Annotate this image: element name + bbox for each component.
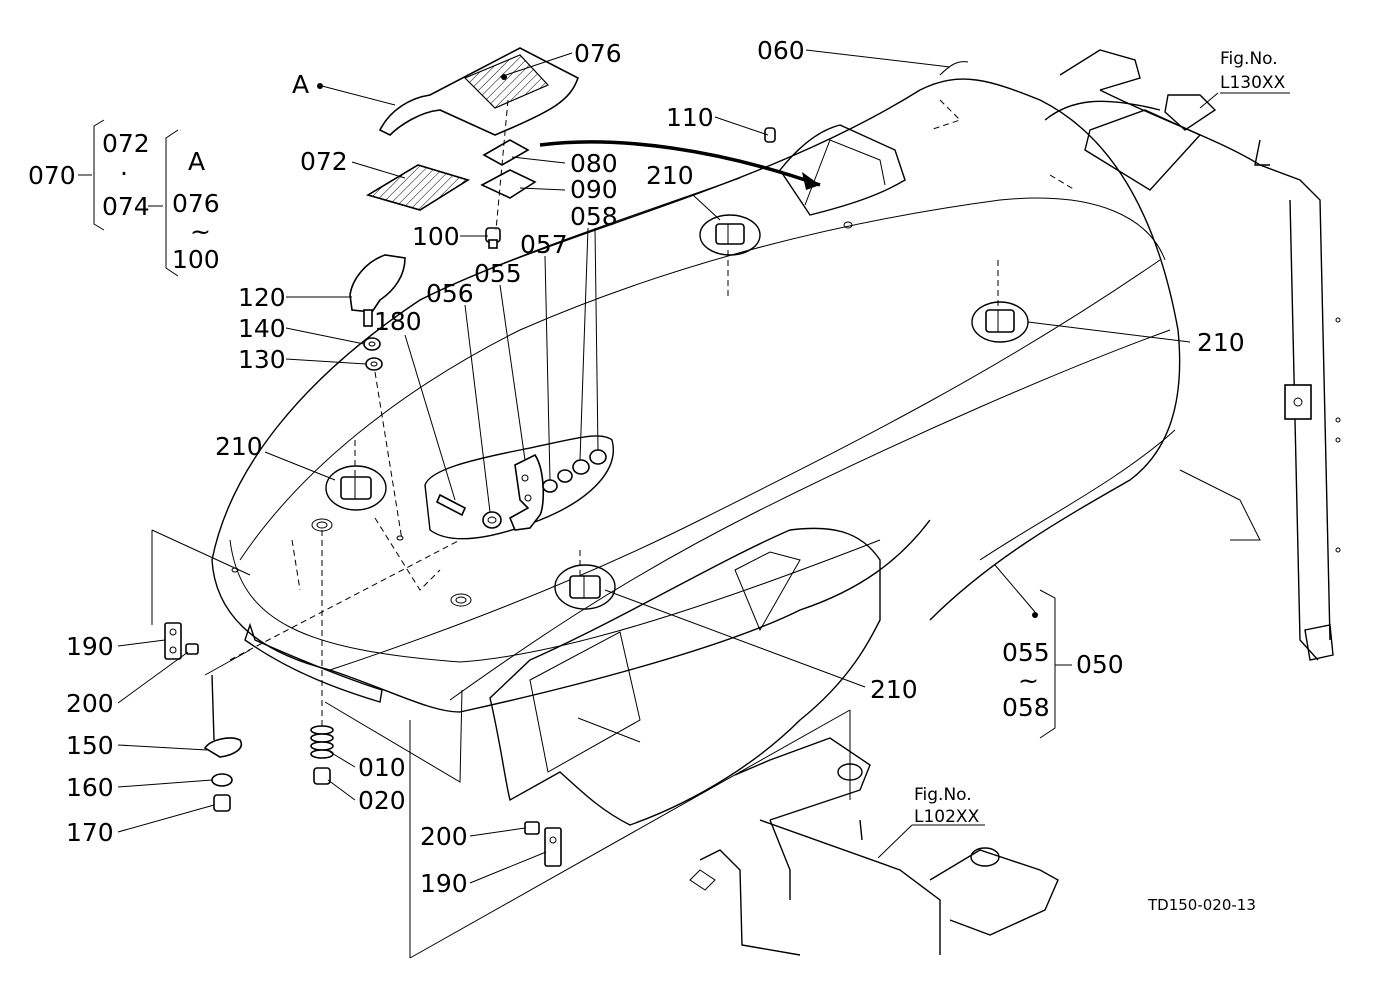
bolt-180 xyxy=(435,493,467,517)
label-170: 170 xyxy=(66,818,114,847)
bracket-190-b xyxy=(544,827,562,867)
label-055: 055 xyxy=(474,259,522,288)
drawing-code: TD150-020-13 xyxy=(1147,896,1256,914)
label-210-right: 210 xyxy=(1197,328,1245,357)
label-190: 190 xyxy=(66,632,114,661)
pad-072 xyxy=(366,164,470,211)
label-060: 060 xyxy=(757,36,805,65)
label-070: 070 xyxy=(28,161,76,190)
washer-160 xyxy=(211,773,233,787)
label-072-bracket: 072 xyxy=(102,129,150,158)
grommet-210-right xyxy=(971,301,1029,343)
callout-labels: A 076 060 Fig.No. L130XX 110 070 072 · 0… xyxy=(28,36,1286,914)
stay-150 xyxy=(203,674,242,758)
grommet-210-top xyxy=(699,214,761,256)
label-080: 080 xyxy=(570,149,618,178)
cap-020 xyxy=(313,767,331,785)
label-dot: · xyxy=(120,159,128,188)
nut-170 xyxy=(213,794,231,812)
label-tilde-2: ~ xyxy=(1018,666,1039,695)
label-a-bracket: A xyxy=(188,147,205,176)
label-tilde-1: ~ xyxy=(190,217,211,246)
label-fig-bottom-code: L102XX xyxy=(914,807,980,827)
label-057: 057 xyxy=(520,230,568,259)
cable-110 xyxy=(539,127,821,190)
access-pocket xyxy=(424,435,614,540)
label-076-bracket: 076 xyxy=(172,189,220,218)
label-210-left: 210 xyxy=(215,432,263,461)
washer-057 xyxy=(542,469,573,493)
label-a-top: A xyxy=(292,70,309,99)
label-120: 120 xyxy=(238,283,286,312)
knob-120 xyxy=(349,254,406,327)
label-020: 020 xyxy=(358,786,406,815)
nut-058 xyxy=(572,449,607,475)
label-100-bracket: 100 xyxy=(172,245,220,274)
label-200-b: 200 xyxy=(420,822,468,851)
label-fig-top-title: Fig.No. xyxy=(1220,49,1278,69)
label-fig-bottom-title: Fig.No. xyxy=(914,785,972,805)
label-058: 058 xyxy=(570,202,618,231)
label-150: 150 xyxy=(66,731,114,760)
latch-055 xyxy=(508,453,545,531)
label-100: 100 xyxy=(412,222,460,251)
screw-100 xyxy=(485,227,501,249)
label-058-bracket: 058 xyxy=(1002,693,1050,722)
label-010: 010 xyxy=(358,753,406,782)
grommet-210-side xyxy=(554,564,616,610)
label-130: 130 xyxy=(238,345,286,374)
washer-130 xyxy=(365,357,383,371)
label-110: 110 xyxy=(666,103,714,132)
label-200: 200 xyxy=(66,689,114,718)
label-050: 050 xyxy=(1076,650,1124,679)
label-074: 074 xyxy=(102,192,150,221)
top-opening xyxy=(779,124,906,229)
label-072: 072 xyxy=(300,147,348,176)
label-180: 180 xyxy=(374,307,422,336)
bracket-190 xyxy=(164,622,182,660)
hinge-080 xyxy=(482,139,530,166)
label-140: 140 xyxy=(238,314,286,343)
label-160: 160 xyxy=(66,773,114,802)
label-fig-top-code: L130XX xyxy=(1220,73,1286,93)
washer-140 xyxy=(363,337,381,351)
label-210-top: 210 xyxy=(646,161,694,190)
label-076: 076 xyxy=(574,39,622,68)
rear-frame xyxy=(929,49,1341,661)
grommet-210-left xyxy=(325,465,387,511)
front-frame xyxy=(689,737,1059,956)
label-090: 090 xyxy=(570,175,618,204)
spring-010 xyxy=(310,725,334,759)
label-210-side: 210 xyxy=(870,675,918,704)
grommet-056 xyxy=(482,511,502,529)
screw-200-b xyxy=(524,821,540,835)
leader-lines xyxy=(78,49,1290,959)
plate-090 xyxy=(480,169,537,199)
label-190-b: 190 xyxy=(420,869,468,898)
screw-200 xyxy=(185,643,199,655)
mounting-holes xyxy=(231,517,472,607)
hood-body xyxy=(211,78,1181,826)
label-056: 056 xyxy=(426,279,474,308)
label-055-bracket: 055 xyxy=(1002,638,1050,667)
